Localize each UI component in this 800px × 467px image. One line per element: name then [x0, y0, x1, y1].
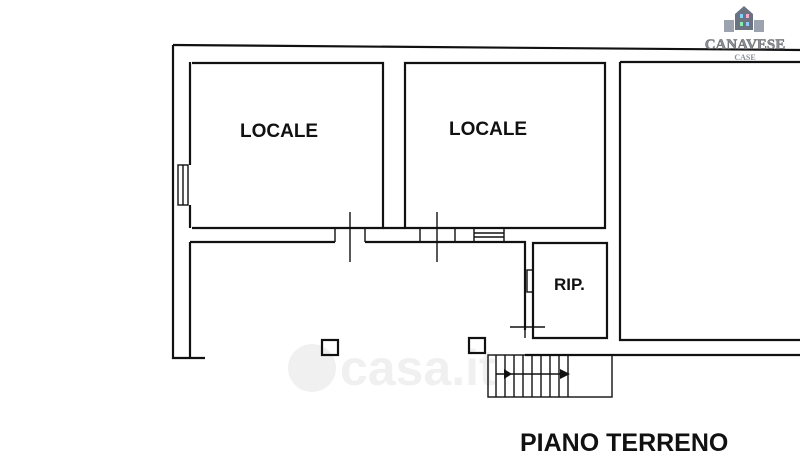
- svg-text:CANAVESE: CANAVESE: [705, 37, 786, 53]
- room-label: LOCALE: [449, 119, 527, 140]
- right-wing: [525, 60, 800, 357]
- canavese-case-logo: CANAVESE CASE: [705, 6, 786, 62]
- room-label: LOCALE: [240, 121, 318, 142]
- pillar: [467, 336, 487, 355]
- outer-walls: [171, 43, 800, 360]
- room-label: RIP.: [554, 275, 585, 294]
- svg-text:CASE: CASE: [734, 53, 755, 62]
- room-ripostiglio: RIP.: [510, 241, 609, 340]
- floor-title: PIANO TERRENO: [520, 429, 728, 457]
- room-locale-1: LOCALE: [190, 61, 420, 262]
- svg-text:casa.it: casa.it: [340, 340, 496, 396]
- watermark: casa.it: [288, 340, 496, 396]
- room-locale-2: LOCALE: [403, 61, 607, 330]
- pillar: [320, 338, 340, 357]
- staircase: [487, 354, 613, 398]
